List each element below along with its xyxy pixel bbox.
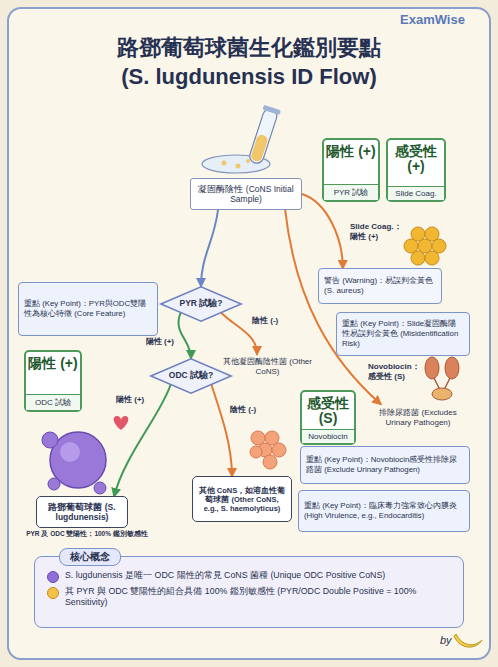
edge-label: 陰性 (-) xyxy=(230,405,270,415)
result-badge: 陽性 (+) PYR 試驗 xyxy=(322,138,380,202)
result-box: 其他 CoNS，如溶血性葡萄球菌 (Other CoNS, e.g., S. h… xyxy=(192,476,292,522)
tube-rim xyxy=(262,105,281,115)
warning-box: 警告 (Warning)：易誤判金黃色 (S. aureus) xyxy=(318,268,442,304)
node-text: 其他 CoNS，如溶血性葡萄球菌 (Other CoNS, e.g., S. h… xyxy=(197,486,287,513)
concept-box: 核心概念S. lugdunensis 是唯一 ODC 陽性的常見 CoNS 菌種… xyxy=(34,556,464,628)
node-text: 感受性 (+) xyxy=(388,140,444,177)
brand-mark: ExamWise xyxy=(400,12,465,27)
node-text: 感受性 (S) xyxy=(302,392,354,429)
flow-arrow xyxy=(285,210,380,404)
colony-dot xyxy=(222,161,227,166)
banana-icon xyxy=(454,634,482,647)
outcome-text-box: 排除尿路菌 (Excludes Urinary Pathogen) xyxy=(366,404,470,432)
node-text: 警告 (Warning)：易誤判金黃色 (S. aureus) xyxy=(324,276,436,296)
result-badge: 感受性 (S)Novobiocin xyxy=(300,390,356,445)
outcome-text-box: 其他凝固酶陰性菌 (Other CoNS) xyxy=(215,354,320,380)
other-cons-cluster xyxy=(250,431,286,469)
bullet-row: S. lugdunensis 是唯一 ODC 陽性的常見 CoNS 菌種 (Un… xyxy=(47,570,451,583)
edge-label: 陽性 (+) xyxy=(136,337,174,347)
diamond-outline xyxy=(160,286,242,322)
key-point-box: 重點 (Key Point)：Novobiocin感受性排除尿路菌 (Exclu… xyxy=(300,446,470,484)
cell-small xyxy=(48,478,60,490)
title: 路鄧葡萄球菌生化鑑別要點 (S. lugdunensis ID Flow) xyxy=(106,34,392,91)
coccus xyxy=(425,251,439,265)
result-badge: 感受性 (+) Slide Coag. xyxy=(386,138,446,202)
coccus xyxy=(250,446,262,458)
cell-small xyxy=(94,482,106,494)
signature: by xyxy=(440,634,452,646)
node-subtext: Slide Coag. xyxy=(388,186,444,200)
edge-label: Slide Coag.：陽性 (+) xyxy=(350,222,402,241)
node-text: PYR 試驗? xyxy=(179,298,222,310)
diamond-shape xyxy=(161,287,241,322)
tube-glass xyxy=(248,107,279,165)
decision-diamond: ODC 試驗? xyxy=(150,358,232,394)
s-lugdunensis-cell xyxy=(42,432,106,494)
concept-text: S. lugdunensis 是唯一 ODC 陽性的常見 CoNS 菌種 (Un… xyxy=(65,570,385,581)
node-text: 重點 (Key Point)：Slide凝固酶陽性易誤判金黃色 (Misiden… xyxy=(342,319,464,348)
decision-diamond: PYR 試驗? xyxy=(160,286,242,322)
kidney xyxy=(445,357,459,379)
note-text: PYR 及 ODC 雙陽性：100% 鑑別敏感性 xyxy=(12,530,162,539)
diamond-outline xyxy=(150,358,232,394)
flow-arrow xyxy=(114,385,170,496)
coccus xyxy=(263,455,277,469)
flow-arrow xyxy=(222,313,258,354)
flow-arrow xyxy=(212,385,233,476)
cell-highlight xyxy=(60,442,80,462)
node-text: 陽性 (+) xyxy=(324,140,378,161)
edge-label: 陰性 (-) xyxy=(252,316,292,326)
flow-arrow xyxy=(302,194,343,268)
bullet-icon xyxy=(47,571,59,583)
node-text: 重點 (Key Point)：Novobiocin感受性排除尿路菌 (Exclu… xyxy=(306,455,464,474)
bladder xyxy=(432,388,452,400)
coccus xyxy=(411,251,425,265)
node-text: 排除尿路菌 (Excludes Urinary Pathogen) xyxy=(366,408,470,427)
node-text: 陽性 (+) xyxy=(26,352,80,373)
edge-label: 陽性 (+) xyxy=(116,395,154,405)
key-point-box: 重點 (Key Point)：Slide凝固酶陽性易誤判金黃色 (Misiden… xyxy=(336,312,470,356)
cell-small xyxy=(42,432,58,448)
coccus xyxy=(272,443,286,457)
node-text: 路鄧葡萄球菌 (S. lugdunensis) xyxy=(41,502,123,522)
start-box: 凝固酶陰性 (CoNS Initial Sample) xyxy=(190,178,302,210)
kidney xyxy=(425,357,439,379)
flow-arrow xyxy=(201,210,218,286)
colony-dot xyxy=(236,164,241,169)
node-text: 凝固酶陰性 (CoNS Initial Sample) xyxy=(195,184,297,204)
heart-icon xyxy=(114,416,129,430)
key-point-box: 重點 (Key Point)：PYR與ODC雙陽性為核心特徵 (Core Fea… xyxy=(18,282,158,336)
bullet-icon xyxy=(47,587,59,599)
flow-arrow xyxy=(178,313,191,358)
test-tube xyxy=(246,105,281,166)
tube-liquid xyxy=(250,134,269,163)
concept-text: 其 PYR 與 ODC 雙陽性的組合具備 100% 鑑別敏感性 (PYR/ODC… xyxy=(65,586,451,609)
colony-dot xyxy=(246,159,250,163)
diamond-shape xyxy=(151,359,231,394)
key-point-box: 重點 (Key Point)：臨床毒力強常致心內膜炎 (High Virulen… xyxy=(298,490,470,532)
edge-label: Novobiocin：感受性 (S) xyxy=(368,362,420,381)
node-text: 重點 (Key Point)：臨床毒力強常致心內膜炎 (High Virulen… xyxy=(304,501,464,520)
node-text: 重點 (Key Point)：PYR與ODC雙陽性為核心特徵 (Core Fea… xyxy=(24,299,152,318)
node-subtext: ODC 試驗 xyxy=(26,394,80,410)
concept-heading: 核心概念 xyxy=(59,548,121,566)
node-text: ODC 試驗? xyxy=(169,370,213,382)
s-aureus-cluster xyxy=(404,227,446,265)
urinary-tract xyxy=(425,357,459,400)
result-badge: 陽性 (+) ODC 試驗 xyxy=(24,350,82,412)
bullet-row: 其 PYR 與 ODC 雙陽性的組合具備 100% 鑑別敏感性 (PYR/ODC… xyxy=(47,586,451,609)
node-subtext: PYR 試驗 xyxy=(324,184,378,200)
node-subtext: Novobiocin xyxy=(302,429,354,443)
page-frame xyxy=(7,7,491,660)
result-box: 路鄧葡萄球菌 (S. lugdunensis) xyxy=(36,496,128,528)
node-text: 其他凝固酶陰性菌 (Other CoNS) xyxy=(215,357,320,376)
